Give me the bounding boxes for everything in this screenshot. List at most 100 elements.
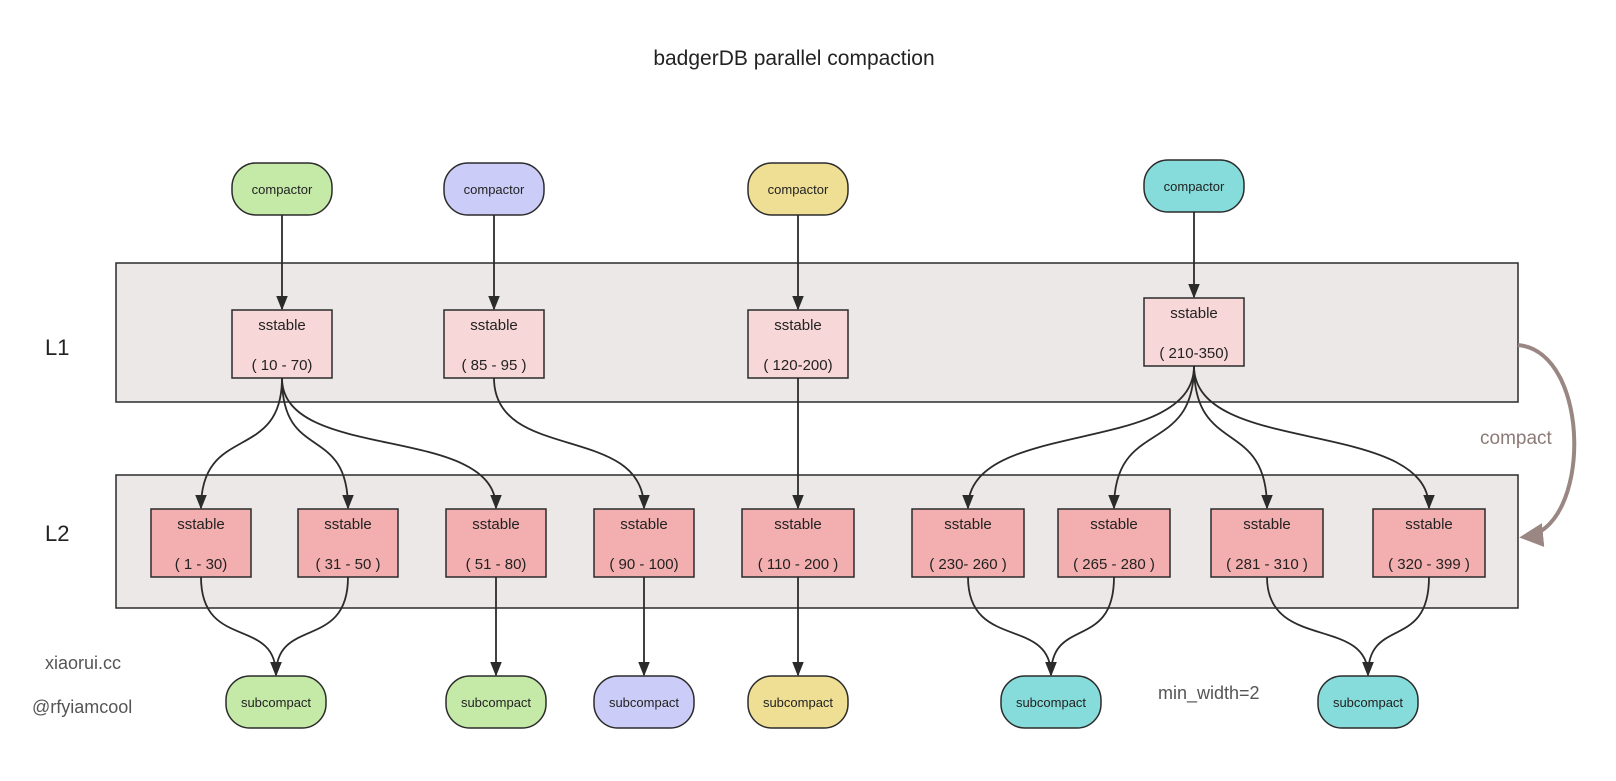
- l2-to-subcompact-arrow: [200, 576, 282, 677]
- subcompact-shape: [593, 675, 695, 729]
- l2-sstable-range: ( 51 - 80): [466, 556, 527, 573]
- l2-to-subcompact-arrow: [270, 576, 349, 677]
- site-note: xiaorui.cc: [45, 653, 121, 673]
- l1-sstable-range: ( 120-200): [763, 357, 832, 374]
- l1-to-l2-arrow: [493, 377, 650, 510]
- compactor-label: compactor: [768, 182, 829, 197]
- l2-sstable-box: [1210, 508, 1324, 578]
- l2-sstable-label: sstable: [472, 516, 520, 533]
- l1-to-l2-arrow: [1193, 365, 1273, 510]
- l2-sstable-box: [593, 508, 695, 578]
- l2-sstable: sstable ( 1 - 30): [150, 508, 252, 578]
- compactor-node: compactor: [747, 162, 849, 216]
- l1-sstable-box: [231, 309, 333, 379]
- l2-sstable-range: ( 281 - 310 ): [1226, 556, 1308, 573]
- subcompact-node: subcompact: [747, 675, 849, 729]
- l2-sstable-range: ( 110 - 200 ): [758, 556, 839, 573]
- l2-sstable-label: sstable: [1243, 516, 1291, 533]
- min-width-note: min_width=2: [1158, 683, 1260, 704]
- subcompact-node: subcompact: [1317, 675, 1419, 729]
- l1-to-l2-arrow: [1193, 365, 1435, 510]
- l1-sstable-range: ( 10 - 70): [252, 357, 313, 374]
- subcompact-shape: [1317, 675, 1419, 729]
- l2-sstable-box: [150, 508, 252, 578]
- subcompact-node: subcompact: [593, 675, 695, 729]
- l2-sstable: sstable ( 31 - 50 ): [297, 508, 399, 578]
- l1-sstable-range: ( 85 - 95 ): [461, 357, 526, 374]
- subcompact-node: subcompact: [225, 675, 327, 729]
- level-l2-label: L2: [45, 521, 69, 546]
- l2-sstable-label: sstable: [1090, 516, 1138, 533]
- compactor-shape: [231, 162, 333, 216]
- l2-sstable-label: sstable: [944, 516, 992, 533]
- subcompact-shape: [225, 675, 327, 729]
- subcompact-shape: [1000, 675, 1102, 729]
- subcompact-shape: [747, 675, 849, 729]
- l2-sstable-range: ( 31 - 50 ): [315, 556, 380, 573]
- subcompact-node: subcompact: [445, 675, 547, 729]
- l2-sstable: sstable ( 281 - 310 ): [1210, 508, 1324, 578]
- l2-sstable-box: [911, 508, 1025, 578]
- l1-to-l2-arrow: [281, 377, 502, 510]
- subcompact-label: subcompact: [241, 695, 311, 710]
- l1-to-l2-arrow: [281, 377, 354, 510]
- compactor-label: compactor: [1164, 179, 1225, 194]
- subcompact-node: subcompact: [1000, 675, 1102, 729]
- l1-sstable-box: [1143, 297, 1245, 367]
- l2-sstable: sstable ( 51 - 80): [445, 508, 547, 578]
- l1-sstable-label: sstable: [1170, 305, 1218, 322]
- l2-sstable-box: [741, 508, 855, 578]
- level-l1-label: L1: [45, 335, 69, 360]
- l1-sstable: sstable ( 10 - 70): [231, 309, 333, 379]
- l1-sstable-label: sstable: [470, 317, 518, 334]
- compactor-shape: [747, 162, 849, 216]
- compact-arrow: [1517, 343, 1577, 547]
- compactor-shape: [443, 162, 545, 216]
- l1-sstable-range: ( 210-350): [1159, 345, 1228, 362]
- l1-sstable-label: sstable: [774, 317, 822, 334]
- l1-sstable-label: sstable: [258, 317, 306, 334]
- compactor-node: compactor: [231, 162, 333, 216]
- compactor-node: compactor: [443, 162, 545, 216]
- l1-sstable-box: [747, 309, 849, 379]
- subcompact-shape: [445, 675, 547, 729]
- compactor-shape: [1143, 159, 1245, 213]
- subcompact-label: subcompact: [763, 695, 833, 710]
- l2-sstable-box: [445, 508, 547, 578]
- l2-sstable-box: [1057, 508, 1171, 578]
- compactor-node: compactor: [1143, 159, 1245, 213]
- l2-to-subcompact-arrow: [1045, 576, 1115, 677]
- l1-to-l2-arrow: [195, 377, 283, 510]
- l2-sstable-label: sstable: [1405, 516, 1453, 533]
- l2-sstable-range: ( 1 - 30): [175, 556, 228, 573]
- compactor-label: compactor: [252, 182, 313, 197]
- l2-sstable-range: ( 90 - 100): [609, 556, 678, 573]
- l2-to-subcompact-arrow: [1362, 576, 1430, 677]
- compact-label: compact: [1480, 428, 1553, 449]
- l2-sstable: sstable( 110 - 200 ): [741, 508, 855, 578]
- l2-sstable: sstable ( 265 - 280 ): [1057, 508, 1171, 578]
- subcompact-label: subcompact: [461, 695, 531, 710]
- l2-sstable-box: [1372, 508, 1486, 578]
- edges-layer: [195, 212, 1435, 677]
- author-note: @rfyiamcool: [32, 697, 132, 717]
- l1-sstable-box: [443, 309, 545, 379]
- subcompact-label: subcompact: [1333, 695, 1403, 710]
- l2-sstable: sstable ( 320 - 399 ): [1372, 508, 1486, 578]
- l2-sstable-box: [297, 508, 399, 578]
- l2-sstable-range: ( 265 - 280 ): [1073, 556, 1155, 573]
- nodes-layer: compactor compactor compactor compactor ssta…: [150, 159, 1486, 729]
- l2-to-subcompact-arrow: [1266, 576, 1374, 677]
- l1-sstable: sstable ( 85 - 95 ): [443, 309, 545, 379]
- l1-sstable: sstable ( 120-200): [747, 309, 849, 379]
- l2-sstable-range: ( 320 - 399 ): [1388, 556, 1470, 573]
- l2-sstable-label: sstable: [324, 516, 372, 533]
- subcompact-label: subcompact: [1016, 695, 1086, 710]
- l1-to-l2-arrow: [962, 365, 1195, 510]
- l2-sstable-label: sstable: [177, 516, 225, 533]
- l2-sstable: sstable( 230- 260 ): [911, 508, 1025, 578]
- l1-to-l2-arrow: [1108, 365, 1195, 510]
- l2-sstable-label: sstable: [620, 516, 668, 533]
- diagram-title: badgerDB parallel compaction: [653, 47, 934, 70]
